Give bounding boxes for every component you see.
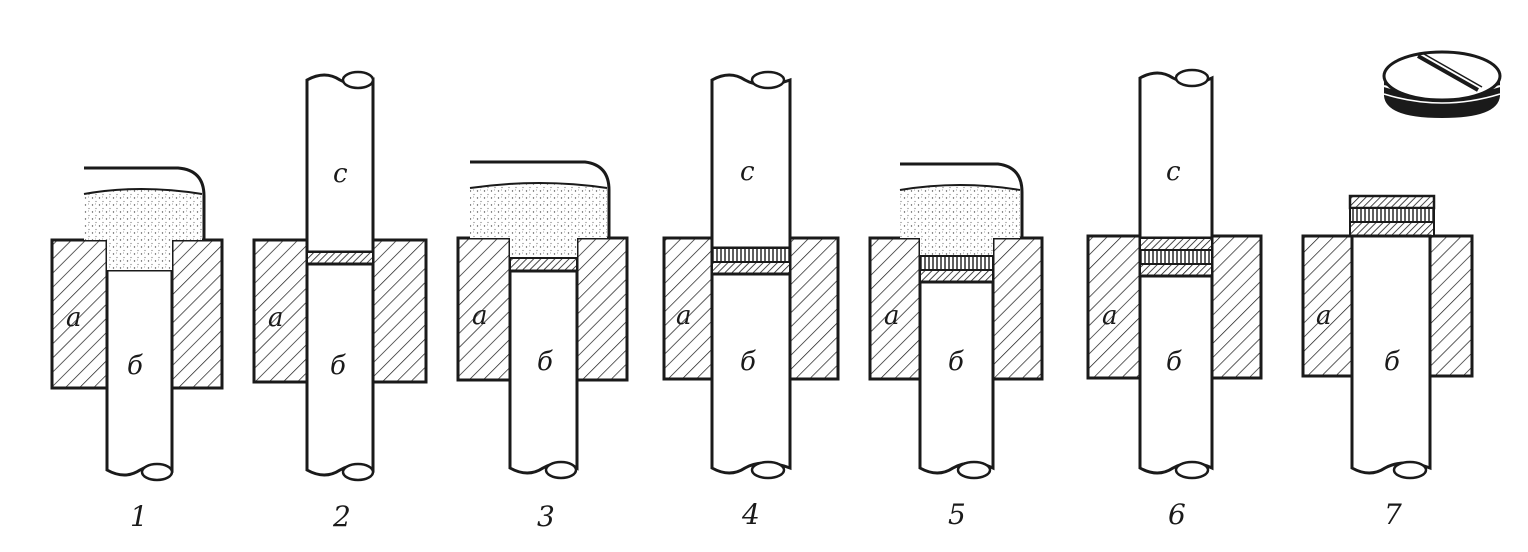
compacted-layer-2 <box>711 247 791 263</box>
stage-5: а б 5 <box>868 162 1044 531</box>
stage-number: 6 <box>1168 498 1186 531</box>
tablet-score-line <box>1417 54 1479 92</box>
punch-end-cap <box>1174 68 1210 88</box>
lower-punch-label: б <box>330 351 346 381</box>
die-label: а <box>66 303 82 333</box>
lower-punch-label: б <box>127 351 143 381</box>
feed-shoe <box>84 166 206 240</box>
upper-punch-label: c <box>333 159 348 189</box>
punch-end-cap <box>544 460 578 480</box>
punch-end-cap <box>341 462 375 482</box>
upper-punch-label: c <box>740 157 755 187</box>
compacted-layer-1 <box>306 251 374 265</box>
die-label: а <box>472 301 488 331</box>
punch-end-cap <box>1174 460 1210 480</box>
die-right-wall <box>788 236 840 381</box>
stage-number: 7 <box>1384 498 1402 531</box>
punch-end-cap <box>956 460 992 480</box>
lower-punch <box>710 272 792 475</box>
stage-3: а б 3 <box>456 160 629 533</box>
powder <box>900 185 1020 256</box>
upper-punch-label: c <box>1166 157 1181 187</box>
die-right-wall <box>991 236 1044 381</box>
die-left-wall <box>868 236 922 381</box>
feed-shoe <box>470 160 611 238</box>
die-left-wall <box>1086 234 1142 380</box>
stage-number: 2 <box>332 500 351 533</box>
ejected-tablet-top-layer <box>1348 194 1436 210</box>
compacted-layer-3 <box>1139 237 1213 251</box>
die-right-wall <box>575 236 629 382</box>
stage-4: c а б 4 <box>662 70 840 531</box>
die-right-wall <box>170 238 224 390</box>
stage-number: 1 <box>130 500 148 533</box>
die-label: а <box>268 303 284 333</box>
die-left-wall <box>662 236 714 381</box>
stage-7: а б 7 <box>1301 194 1474 531</box>
ejected-tablet-bottom-layer <box>1349 221 1435 237</box>
compacted-layer-2 <box>1139 249 1213 265</box>
die-label: а <box>1102 301 1118 331</box>
die-label: а <box>884 301 900 331</box>
lower-punch-label: б <box>537 347 553 377</box>
powder <box>84 189 202 270</box>
punch-end-cap <box>341 70 375 90</box>
lower-punch-label: б <box>1384 347 1400 377</box>
lower-punch-label: б <box>1166 347 1182 377</box>
die-right-wall <box>1428 234 1474 378</box>
compacted-layer-1 <box>711 261 791 275</box>
punch-end-cap <box>1392 460 1428 480</box>
powder <box>470 183 607 258</box>
upper-punch <box>1138 71 1214 240</box>
stage-2: c а б 2 <box>252 70 428 533</box>
die-right-wall <box>1210 234 1263 380</box>
stage-number: 3 <box>537 500 555 533</box>
lower-punch-label: б <box>948 347 964 377</box>
punch-end-cap <box>750 70 786 90</box>
compacted-layer-1 <box>509 257 578 272</box>
compacted-layer-2 <box>919 255 994 271</box>
stage-6: c а б 6 <box>1086 68 1263 531</box>
die-label: а <box>676 301 692 331</box>
lower-punch <box>918 280 995 475</box>
stage-1: а б 1 <box>50 166 224 533</box>
die-right-wall <box>371 238 428 384</box>
punch-end-cap <box>140 462 174 482</box>
stage-number: 5 <box>948 498 966 531</box>
punch-end-cap <box>750 460 786 480</box>
compacted-layer-1 <box>919 269 994 283</box>
ejected-tablet-mid-layer <box>1349 207 1435 223</box>
die-left-wall <box>50 238 109 390</box>
die-label: а <box>1316 301 1332 331</box>
die-left-wall <box>1301 234 1354 378</box>
compacted-layer-1 <box>1139 263 1213 277</box>
stage-number: 4 <box>741 498 760 531</box>
feed-shoe <box>900 162 1024 238</box>
tablet-top-face <box>1382 50 1502 102</box>
lower-punch-label: б <box>740 347 756 377</box>
finished-tablet-illustration <box>1382 50 1502 118</box>
